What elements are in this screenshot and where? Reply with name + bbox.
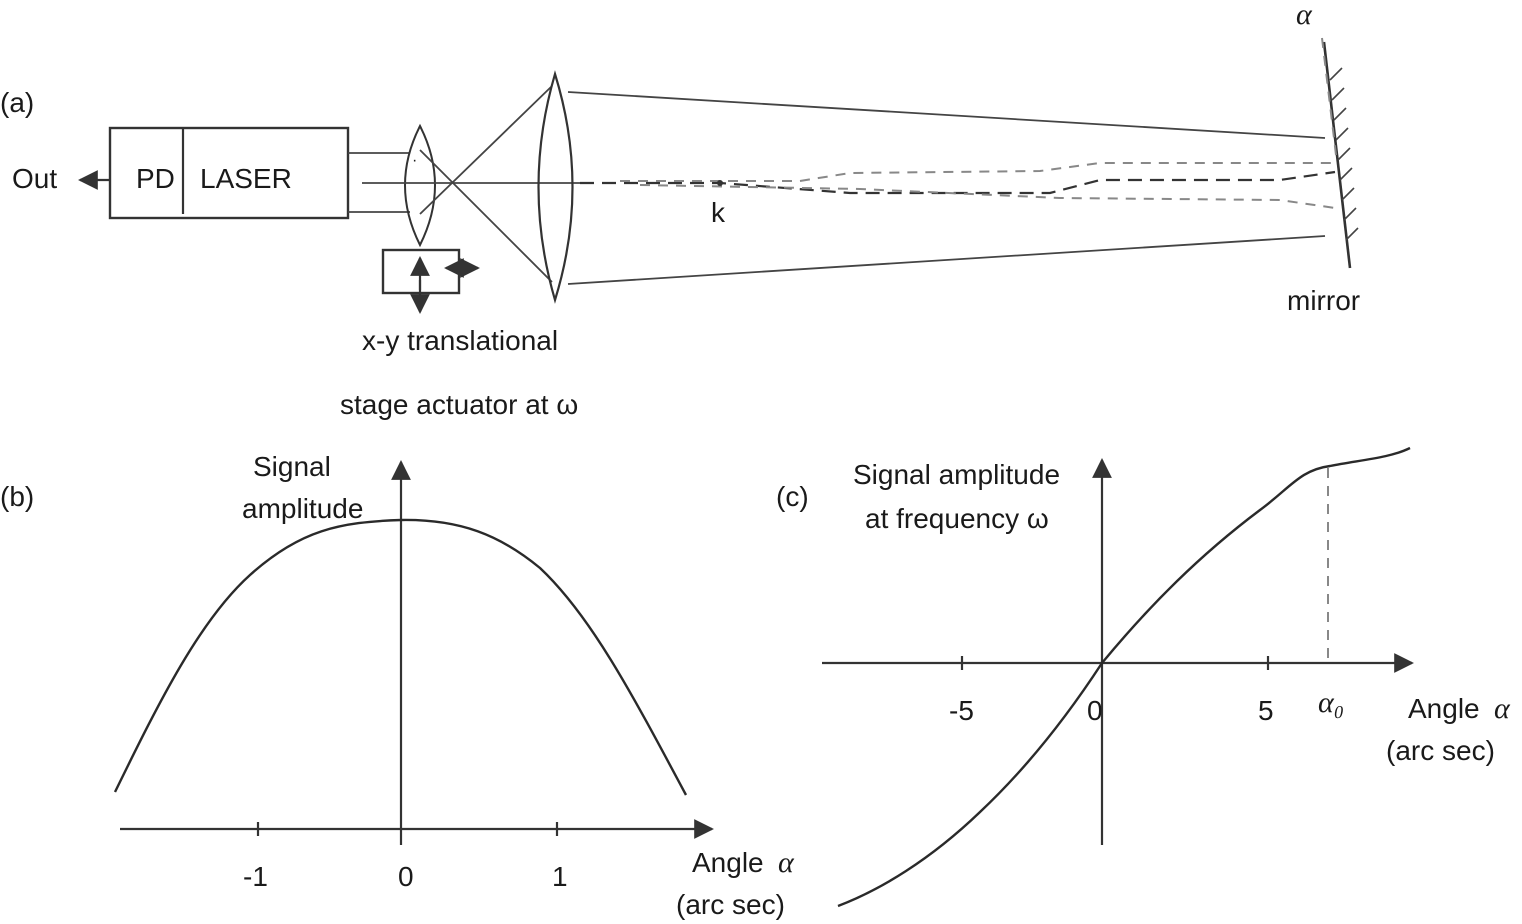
beam-envelope-bottom [567, 235, 1326, 285]
panel-c-xlabel-symbol: α [1494, 692, 1511, 725]
panel-b: (b) -1 0 1 Signal amplitude Angle α (arc… [0, 451, 795, 920]
panel-b-curve [113, 518, 688, 796]
out-label: Out [12, 163, 57, 194]
dashed-beam-2 [620, 162, 1335, 182]
mirror [1322, 41, 1352, 269]
panel-c-ylabel-line1: Signal amplitude [853, 459, 1060, 490]
panel-c-xlabel-line1: Angle [1408, 693, 1480, 724]
ray-cross-2 [419, 85, 553, 215]
laser-box [108, 126, 350, 220]
panel-b-tick-label-neg1: -1 [243, 861, 268, 892]
panel-b-tick-label-0: 0 [398, 861, 414, 892]
pd-label: PD [136, 163, 175, 194]
stage-caption-line2: stage actuator at ω [340, 389, 578, 420]
panel-c-tick-label-neg5: -5 [949, 695, 974, 726]
mirror-normal [1321, 37, 1337, 156]
panel-c: (c) -5 0 5 α₀ Signal amplitude at freque… [776, 446, 1511, 908]
panel-a-label: (a) [0, 87, 34, 118]
panel-c-xlabel-line2: (arc sec) [1386, 735, 1495, 766]
k-label: k [711, 197, 726, 228]
panel-b-label: (b) [0, 481, 34, 512]
stage-caption-line1: x-y translational [362, 325, 558, 356]
mirror-hatching [1329, 67, 1359, 241]
panel-b-ylabel-line2: amplitude [242, 493, 363, 524]
laser-label: LASER [200, 163, 292, 194]
mirror-label: mirror [1287, 285, 1360, 316]
panel-c-alpha0-label: α₀ [1318, 686, 1344, 719]
ray-cross-1 [419, 149, 553, 283]
panel-b-xlabel-line2: (arc sec) [676, 889, 785, 920]
panel-a: (a) Out PD LASER · [0, 0, 1360, 420]
panel-b-xlabel-line1: Angle [692, 847, 764, 878]
panel-b-xlabel-symbol: α [778, 846, 795, 879]
panel-c-curve [837, 446, 1411, 908]
panel-b-ylabel-line1: Signal [253, 451, 331, 482]
small-lens [404, 123, 436, 248]
focal-point [717, 180, 723, 186]
big-lens [537, 70, 574, 304]
alpha-label: α [1296, 0, 1313, 31]
panel-c-tick-label-5: 5 [1258, 695, 1274, 726]
beam-envelope-top [567, 91, 1326, 139]
svg-text:·: · [412, 152, 417, 169]
dashed-beam-1 [580, 170, 1336, 195]
panel-c-label: (c) [776, 481, 809, 512]
dashed-beam-3 [639, 184, 1336, 209]
panel-b-tick-label-1: 1 [552, 861, 568, 892]
panel-c-tick-label-0: 0 [1087, 695, 1103, 726]
panel-c-ylabel-line2: at frequency ω [865, 503, 1049, 534]
